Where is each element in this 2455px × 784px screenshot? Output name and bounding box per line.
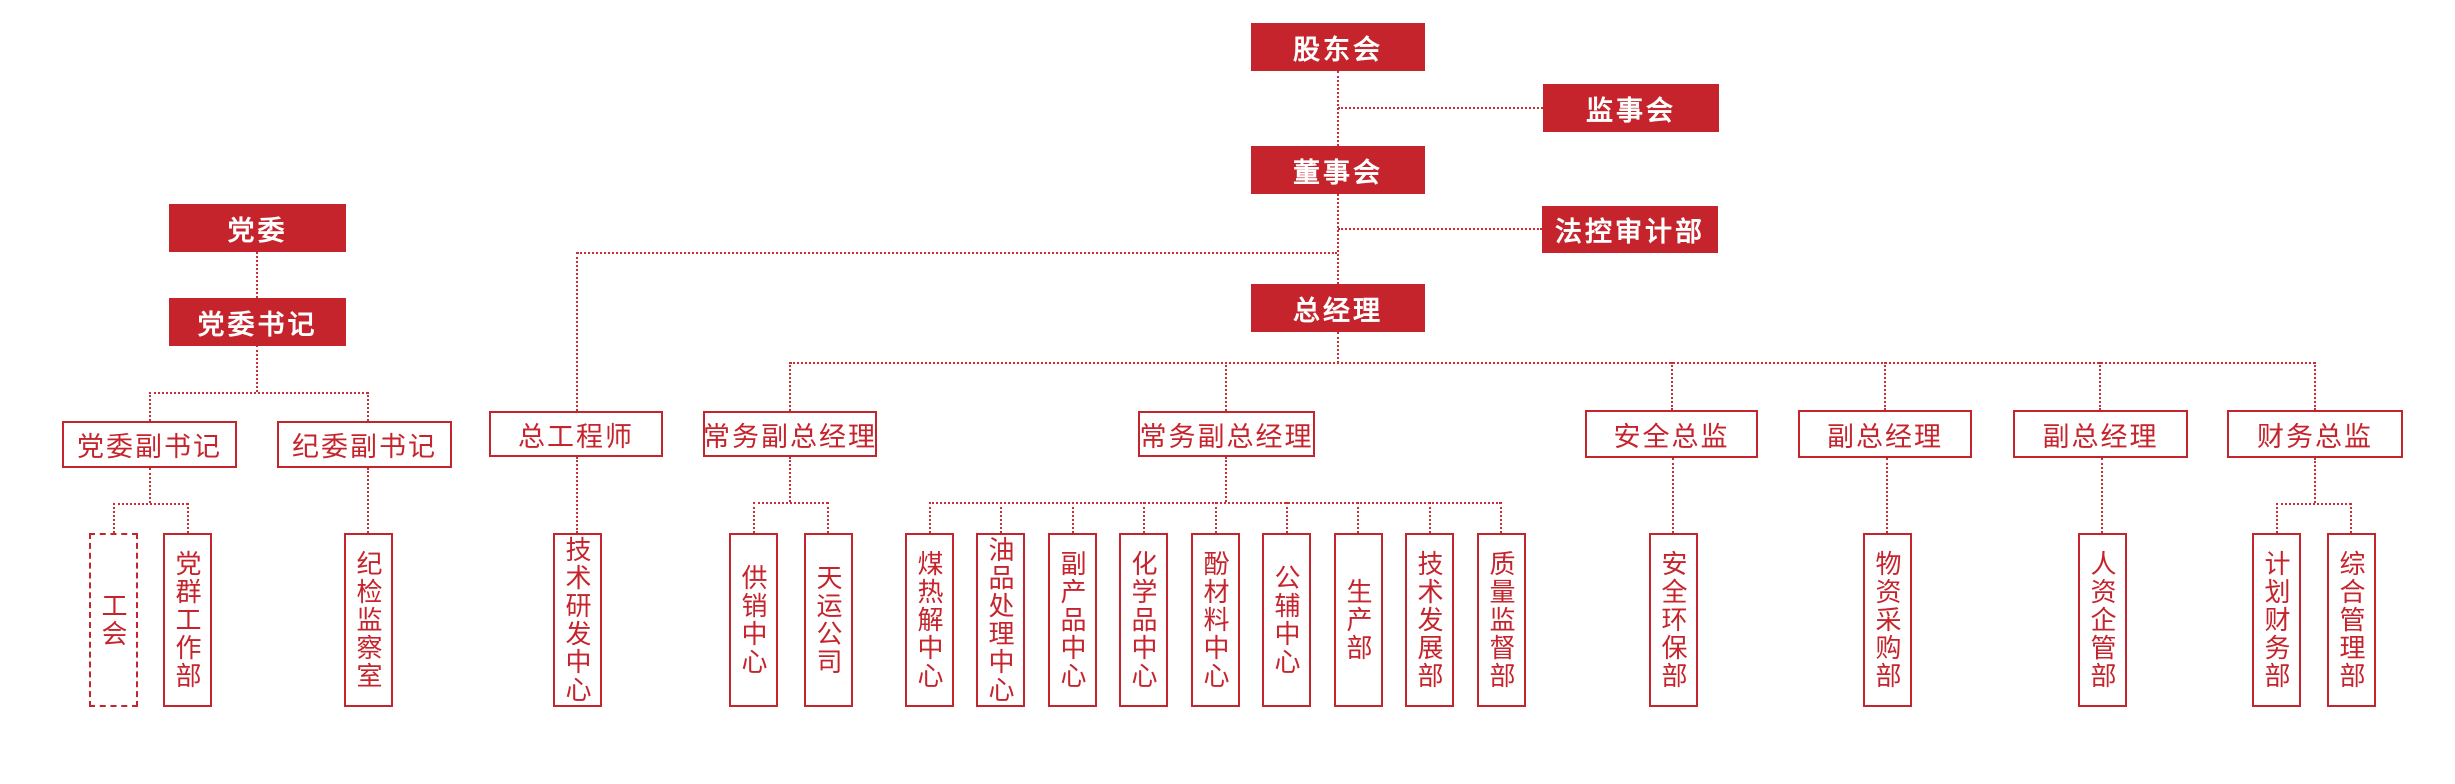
node-oil-processing-center: 油品处理中心 bbox=[976, 533, 1025, 707]
connector-hr-drop bbox=[2101, 458, 2103, 533]
connector-gm-drop bbox=[1337, 332, 1339, 363]
node-labor-union: 工会 bbox=[89, 533, 138, 707]
connector-planning-drop bbox=[2276, 503, 2278, 533]
node-chemical-center: 化学品中心 bbox=[1119, 533, 1168, 707]
connector-deputy-party-branch bbox=[113, 503, 188, 505]
connector-general-mgmt-drop bbox=[2350, 503, 2352, 533]
connector-deputy-discipline-riser bbox=[367, 392, 369, 421]
connector-safety-env-drop bbox=[1672, 458, 1674, 533]
connector-tianyun-drop bbox=[827, 502, 829, 533]
connector-exec-dgm1-branch bbox=[753, 502, 828, 504]
connector-finance-drop bbox=[2314, 458, 2316, 503]
node-phenol-material-center: 酚材料中心 bbox=[1191, 533, 1240, 707]
connector-labor-union-drop bbox=[113, 503, 115, 533]
connector-supply-drop bbox=[753, 502, 755, 533]
connector-chief-engineer-riser bbox=[576, 252, 578, 411]
node-party-committee: 党委 bbox=[169, 204, 346, 252]
connector-tech-rd-drop bbox=[576, 457, 578, 533]
node-party-secretary: 党委书记 bbox=[169, 298, 346, 346]
connector-deputy-party-riser bbox=[149, 392, 151, 421]
connector-legal-audit bbox=[1338, 228, 1542, 230]
connector-safety-director-riser bbox=[1671, 362, 1673, 410]
connector-oil-drop bbox=[1000, 502, 1002, 533]
connector-quality-drop bbox=[1500, 502, 1502, 533]
node-utility-center: 公辅中心 bbox=[1262, 533, 1311, 707]
connector-procurement-drop bbox=[1886, 458, 1888, 533]
node-supply-marketing-center: 供销中心 bbox=[729, 533, 778, 707]
node-deputy-discipline-secretary: 纪委副书记 bbox=[277, 421, 452, 468]
connector-party-masses-drop bbox=[187, 503, 189, 533]
node-material-procurement-dept: 物资采购部 bbox=[1863, 533, 1912, 707]
node-safety-director: 安全总监 bbox=[1585, 410, 1758, 458]
connector-supervisory-board bbox=[1338, 107, 1543, 109]
node-tech-development-dept: 技术发展部 bbox=[1405, 533, 1454, 707]
node-exec-deputy-gm-1: 常务副总经理 bbox=[703, 411, 877, 457]
connector-finance-director-riser bbox=[2314, 362, 2316, 410]
node-tech-rd-center: 技术研发中心 bbox=[553, 533, 602, 707]
connector-secretary-branch bbox=[149, 392, 368, 394]
node-tianyun-company: 天运公司 bbox=[804, 533, 853, 707]
connector-exec-dgm2-riser bbox=[1225, 362, 1227, 411]
connector-exec-dgm2-drop bbox=[1225, 457, 1227, 502]
node-discipline-inspection-office: 纪检监察室 bbox=[344, 533, 393, 707]
connector-secretary-drop bbox=[256, 345, 258, 392]
connector-chemical-drop bbox=[1143, 502, 1145, 533]
node-general-management-dept: 综合管理部 bbox=[2327, 533, 2376, 707]
connector-deputy-gm1-riser bbox=[1884, 362, 1886, 410]
node-deputy-party-secretary: 党委副书记 bbox=[62, 421, 237, 468]
node-deputy-gm-2: 副总经理 bbox=[2013, 410, 2188, 458]
connector-tech-dev-drop bbox=[1429, 502, 1431, 533]
node-shareholders-meeting: 股东会 bbox=[1251, 23, 1425, 71]
connector-deputy-gm2-riser bbox=[2099, 362, 2101, 410]
node-board-of-directors: 董事会 bbox=[1251, 146, 1425, 194]
node-quality-supervision-dept: 质量监督部 bbox=[1477, 533, 1526, 707]
node-party-masses-work-dept: 党群工作部 bbox=[163, 533, 212, 707]
node-deputy-gm-1: 副总经理 bbox=[1798, 410, 1972, 458]
node-chief-engineer: 总工程师 bbox=[489, 411, 663, 457]
connector-discipline-office-drop bbox=[367, 468, 369, 533]
connector-phenol-drop bbox=[1215, 502, 1217, 533]
node-production-dept: 生产部 bbox=[1334, 533, 1383, 707]
connector-board-gm bbox=[1337, 194, 1339, 284]
connector-byproduct-drop bbox=[1072, 502, 1074, 533]
connector-utility-drop bbox=[1286, 502, 1288, 533]
connector-deputy-party-drop bbox=[149, 468, 151, 503]
node-planning-finance-dept: 计划财务部 bbox=[2252, 533, 2301, 707]
connector-exec-dgm1-riser bbox=[789, 362, 791, 411]
connector-finance-branch bbox=[2276, 503, 2351, 505]
node-coal-pyrolysis-center: 煤热解中心 bbox=[905, 533, 954, 707]
connector-coal-drop bbox=[929, 502, 931, 533]
connector-exec-dgm1-drop bbox=[789, 457, 791, 502]
node-supervisory-board: 监事会 bbox=[1543, 84, 1719, 132]
connector-production-drop bbox=[1357, 502, 1359, 533]
connector-chief-engineer-trunk bbox=[577, 252, 1337, 254]
connector-party-secretary bbox=[256, 252, 258, 298]
node-safety-env-dept: 安全环保部 bbox=[1649, 533, 1698, 707]
node-byproduct-center: 副产品中心 bbox=[1048, 533, 1097, 707]
node-legal-audit-dept: 法控审计部 bbox=[1542, 206, 1718, 253]
node-exec-deputy-gm-2: 常务副总经理 bbox=[1138, 411, 1315, 457]
node-general-manager: 总经理 bbox=[1251, 284, 1425, 332]
node-finance-director: 财务总监 bbox=[2227, 410, 2403, 458]
connector-managers-distributor bbox=[790, 362, 2315, 364]
node-hr-enterprise-mgmt-dept: 人资企管部 bbox=[2078, 533, 2127, 707]
